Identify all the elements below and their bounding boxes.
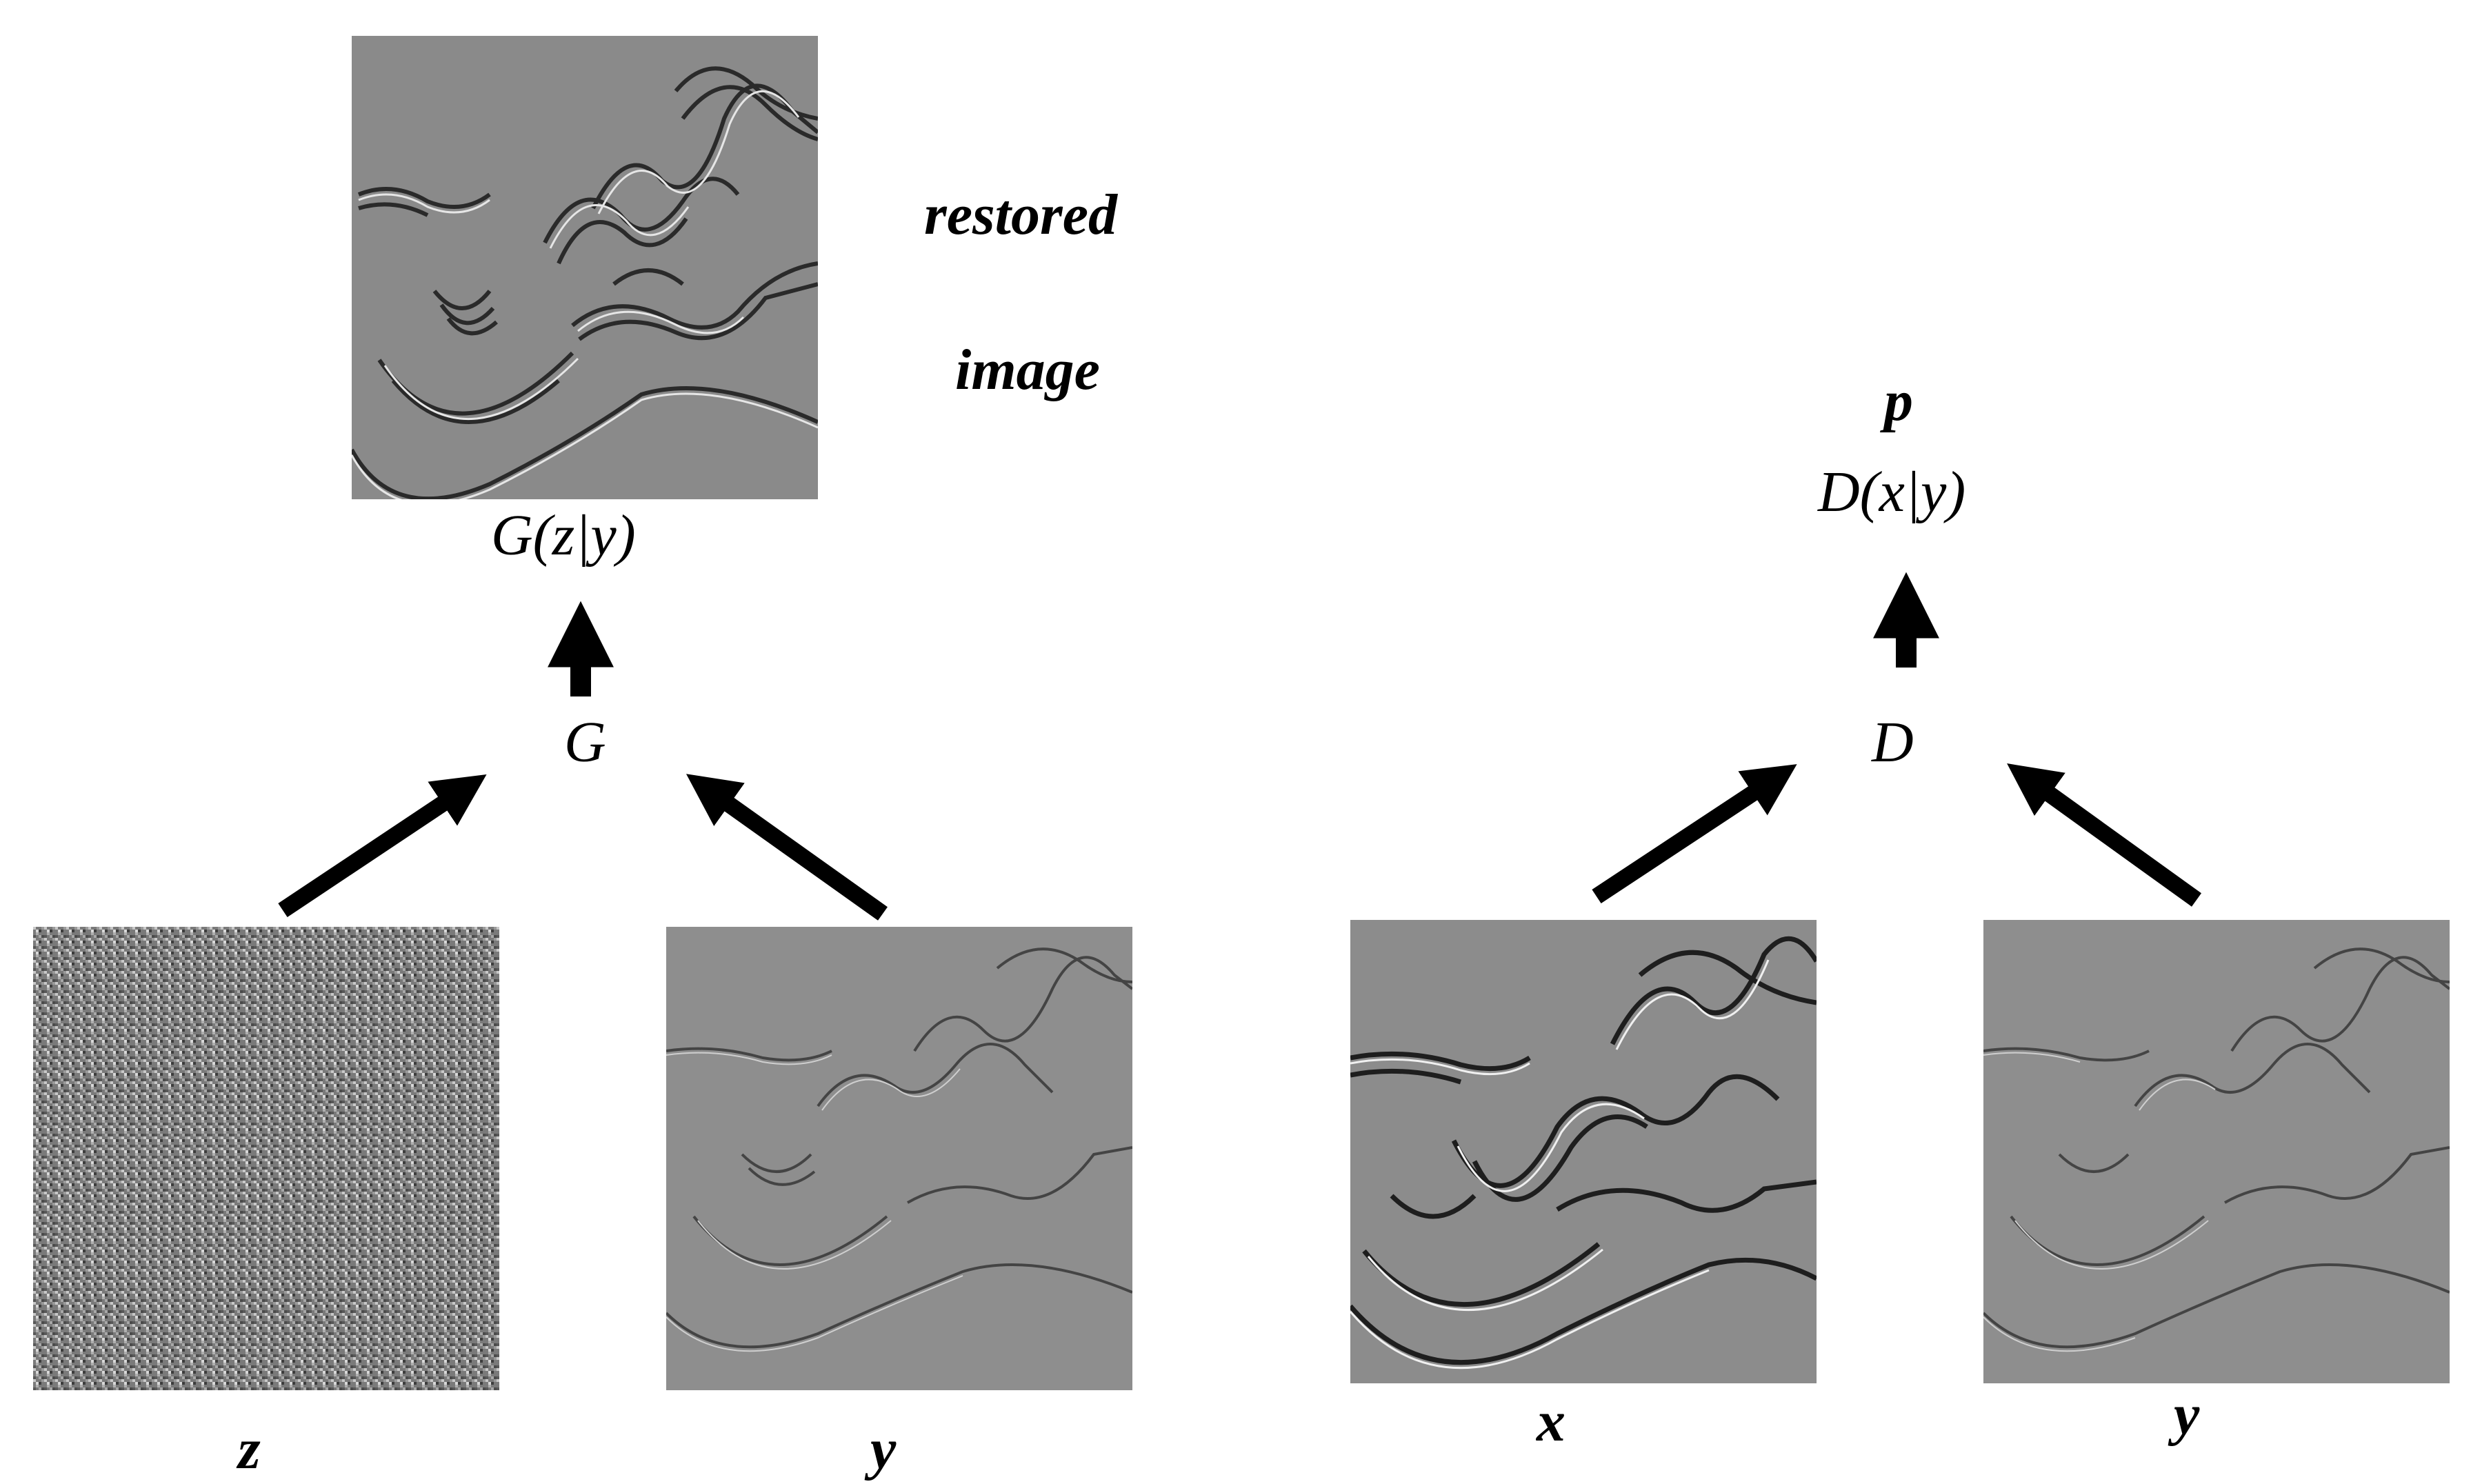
condition-input-y-panel — [666, 927, 1132, 1390]
generator-node-label: G — [564, 710, 606, 774]
arrow-x-to-d — [1592, 764, 1797, 904]
caption-image: image — [955, 338, 1100, 402]
arrow-y-to-g — [686, 774, 888, 921]
arrow-z-to-g — [278, 774, 487, 917]
caption-restored: restored — [924, 183, 1117, 247]
discriminator-condition-y-label: y — [2174, 1383, 2200, 1447]
noise-z-label: z — [238, 1417, 261, 1481]
arrow-y-to-d — [2007, 763, 2202, 907]
real-x-label: x — [1537, 1390, 1565, 1454]
generator-condition-y-label: y — [870, 1417, 897, 1481]
discriminator-output-label: D(x|y) — [1818, 460, 1966, 524]
noise-input-z-panel — [33, 927, 499, 1390]
probability-p-label: p — [1884, 369, 1913, 433]
generator-output-label: G(z|y) — [491, 503, 636, 568]
restored-image-panel — [352, 36, 818, 499]
real-input-x-panel — [1350, 920, 1817, 1383]
discriminator-node-label: D — [1872, 710, 1914, 774]
discriminator-condition-y-panel — [1983, 920, 2450, 1383]
